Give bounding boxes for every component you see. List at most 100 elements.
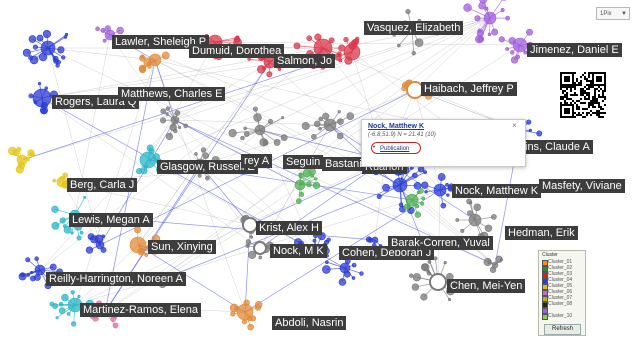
close-icon[interactable]: × bbox=[512, 121, 517, 130]
node-circle[interactable] bbox=[144, 252, 149, 257]
node-circle[interactable] bbox=[322, 265, 331, 274]
author-label[interactable]: Berg, Carla J bbox=[67, 178, 138, 192]
node-circle[interactable] bbox=[253, 113, 262, 122]
node-circle[interactable] bbox=[228, 129, 237, 138]
author-label[interactable]: Abdoli, Nasrin bbox=[272, 316, 347, 330]
node-circle[interactable] bbox=[148, 53, 162, 67]
node-circle[interactable] bbox=[318, 116, 323, 122]
node-circle[interactable] bbox=[56, 59, 61, 65]
node-circle[interactable] bbox=[252, 106, 258, 112]
node-circle[interactable] bbox=[515, 54, 521, 60]
legend-item[interactable]: Cluster_04 bbox=[542, 277, 582, 284]
node-circle[interactable] bbox=[314, 177, 318, 181]
node-circle[interactable] bbox=[139, 151, 157, 169]
node-circle[interactable] bbox=[491, 28, 499, 36]
author-label[interactable]: Salmon, Jo bbox=[274, 54, 336, 68]
node-circle[interactable] bbox=[200, 147, 207, 153]
node-circle[interactable] bbox=[173, 128, 178, 134]
node-circle[interactable] bbox=[52, 303, 59, 309]
publication-link[interactable]: Publication bbox=[380, 146, 410, 152]
node-circle[interactable] bbox=[405, 8, 411, 15]
node-circle[interactable] bbox=[306, 181, 312, 188]
node-circle[interactable] bbox=[443, 261, 447, 265]
node-circle[interactable] bbox=[359, 271, 364, 276]
node-circle[interactable] bbox=[87, 233, 95, 241]
node-circle[interactable] bbox=[346, 112, 355, 121]
node-circle[interactable] bbox=[311, 133, 317, 140]
node-circle[interactable] bbox=[429, 273, 447, 291]
node-circle[interactable] bbox=[405, 193, 419, 207]
author-label[interactable]: Rogers, Laura Q bbox=[52, 95, 140, 109]
node-circle[interactable] bbox=[56, 176, 68, 188]
node-circle[interactable] bbox=[32, 88, 52, 108]
node-circle[interactable] bbox=[280, 134, 288, 142]
node-circle[interactable] bbox=[487, 32, 492, 37]
refresh-button[interactable]: Refresh bbox=[544, 324, 581, 335]
node-circle[interactable] bbox=[28, 93, 34, 99]
node-circle[interactable] bbox=[281, 116, 285, 120]
node-circle[interactable] bbox=[273, 139, 281, 146]
node-circle[interactable] bbox=[491, 261, 499, 269]
node-circle[interactable] bbox=[426, 269, 430, 274]
author-label[interactable]: Hedman, Erik bbox=[505, 226, 578, 240]
node-circle[interactable] bbox=[112, 322, 119, 329]
node-circle[interactable] bbox=[484, 6, 489, 11]
node-circle[interactable] bbox=[483, 11, 497, 25]
node-circle[interactable] bbox=[415, 204, 420, 209]
node-circle[interactable] bbox=[139, 55, 146, 62]
node-circle[interactable] bbox=[421, 263, 430, 272]
node-circle[interactable] bbox=[294, 179, 306, 191]
node-circle[interactable] bbox=[323, 118, 337, 132]
node-circle[interactable] bbox=[407, 206, 415, 215]
node-circle[interactable] bbox=[510, 50, 515, 55]
node-circle[interactable] bbox=[194, 152, 198, 156]
node-circle[interactable] bbox=[328, 37, 335, 44]
node-circle[interactable] bbox=[262, 66, 266, 71]
node-circle[interactable] bbox=[160, 108, 167, 115]
node-circle[interactable] bbox=[63, 35, 68, 39]
node-circle[interactable] bbox=[245, 239, 252, 245]
node-circle[interactable] bbox=[178, 125, 182, 130]
node-circle[interactable] bbox=[427, 259, 432, 264]
node-circle[interactable] bbox=[526, 28, 533, 36]
node-circle[interactable] bbox=[27, 149, 35, 157]
node-circle[interactable] bbox=[474, 15, 481, 22]
node-circle[interactable] bbox=[528, 128, 532, 132]
node-circle[interactable] bbox=[484, 224, 493, 232]
node-circle[interactable] bbox=[312, 238, 317, 243]
node-circle[interactable] bbox=[312, 181, 321, 190]
node-circle[interactable] bbox=[526, 119, 532, 125]
node-circle[interactable] bbox=[58, 307, 66, 315]
node-circle[interactable] bbox=[446, 193, 450, 197]
node-circle[interactable] bbox=[8, 146, 17, 156]
author-label[interactable]: Glasgow, Russell E bbox=[157, 160, 258, 174]
node-circle[interactable] bbox=[336, 132, 344, 140]
node-circle[interactable] bbox=[165, 132, 174, 141]
node-circle[interactable] bbox=[500, 8, 505, 12]
node-circle[interactable] bbox=[32, 44, 39, 50]
node-circle[interactable] bbox=[42, 29, 51, 39]
node-circle[interactable] bbox=[343, 43, 361, 61]
node-circle[interactable] bbox=[160, 117, 167, 124]
node-circle[interactable] bbox=[28, 35, 37, 43]
node-circle[interactable] bbox=[242, 217, 258, 233]
node-circle[interactable] bbox=[243, 131, 250, 137]
node-circle[interactable] bbox=[77, 294, 81, 299]
node-circle[interactable] bbox=[412, 273, 421, 282]
node-circle[interactable] bbox=[197, 173, 202, 178]
node-circle[interactable] bbox=[397, 43, 401, 48]
node-circle[interactable] bbox=[116, 26, 124, 35]
node-circle[interactable] bbox=[34, 274, 41, 281]
node-circle[interactable] bbox=[408, 273, 414, 278]
node-circle[interactable] bbox=[34, 264, 46, 276]
node-circle[interactable] bbox=[318, 126, 322, 131]
node-circle[interactable] bbox=[420, 293, 428, 301]
node-circle[interactable] bbox=[293, 42, 301, 50]
node-circle[interactable] bbox=[536, 130, 543, 137]
node-circle[interactable] bbox=[70, 321, 77, 327]
author-label[interactable]: Barak-Corren, Yuval bbox=[388, 236, 493, 250]
legend-item[interactable]: Cluster_07 bbox=[542, 295, 582, 302]
node-circle[interactable] bbox=[338, 54, 342, 58]
node-circle[interactable] bbox=[414, 38, 424, 47]
